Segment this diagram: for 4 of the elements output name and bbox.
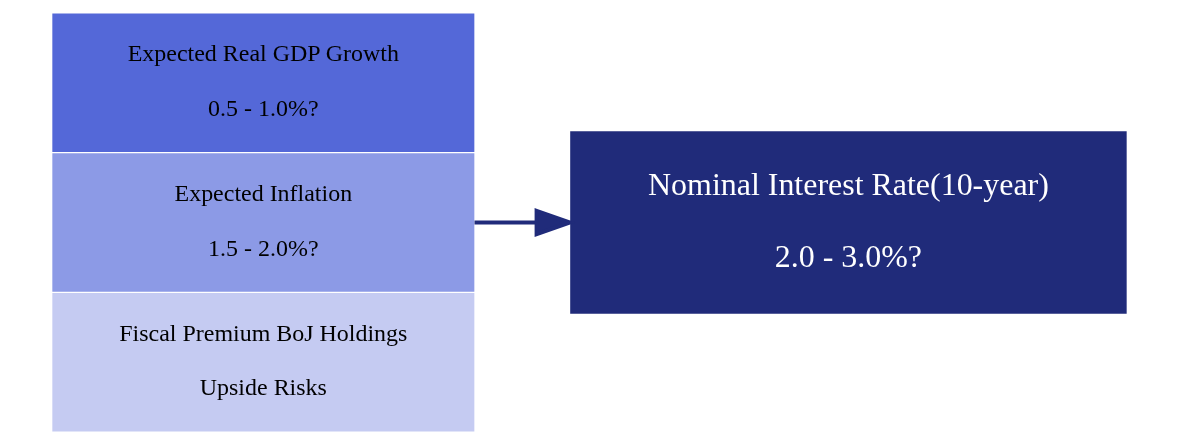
node-box: Nominal Interest Rate(10-year) 2.0 - 3.0%? [569,131,1127,314]
node-box: Fiscal Premium BoJ Holdings Upside Risks [51,293,474,432]
node-box: Expected Inflation 1.5 - 2.0%? [51,153,474,292]
node-box: Expected Real GDP Growth 0.5 - 1.0%? [51,13,474,152]
